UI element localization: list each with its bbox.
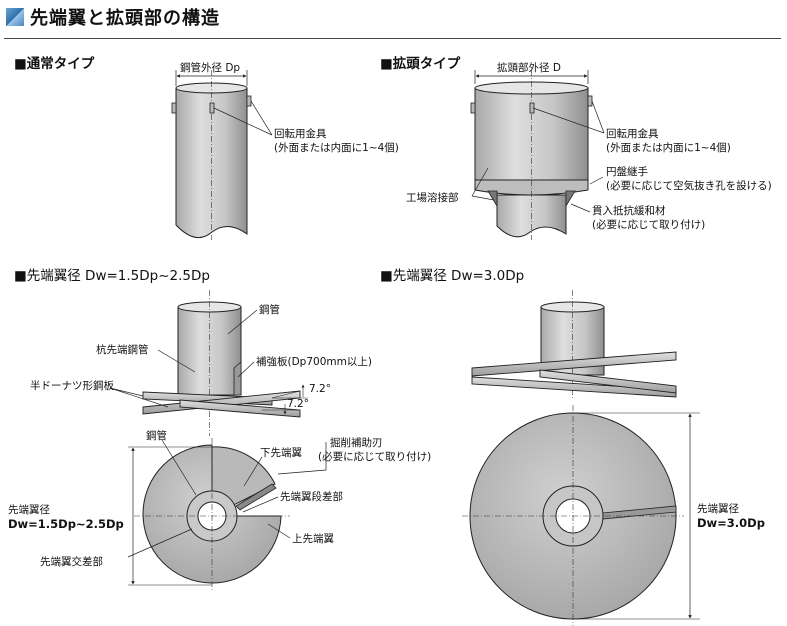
drill-blade-label: 掘削補助刃: [330, 437, 383, 449]
enlarged-type-pipe: [470, 70, 605, 240]
pen-resist-label: 貫入抵抗緩和材: [592, 205, 666, 217]
large-wing-plan-view: [462, 405, 700, 626]
rot-fitting-note-2: (外面または内面に1~4個): [606, 142, 731, 154]
rot-fitting-label-2: 回転用金具: [606, 128, 659, 140]
page-title: 先端翼と拡頭部の構造: [30, 8, 220, 29]
wing-dia-left-label: 先端翼径: [8, 504, 50, 516]
title-square-icon: [6, 8, 24, 26]
page-title-block: 先端翼と拡頭部の構造: [6, 4, 220, 30]
title-rule: [4, 38, 781, 39]
small-wing-plan-view: [127, 438, 327, 590]
half-donut-label: 半ドーナツ形鋼板: [30, 380, 114, 392]
rot-fitting-note-1: (外面または内面に1~4個): [274, 142, 399, 154]
pen-resist-note: (必要に応じて取り付け): [592, 219, 706, 231]
disk-joint-label: 円盤継手: [606, 166, 648, 178]
enlarged-od-label: 拡頭部外径 D: [497, 62, 561, 74]
wing-cross-label: 先端翼交差部: [40, 556, 103, 568]
steel-pipe-top-label: 鋼管: [259, 304, 280, 316]
upper-wing-label: 上先端翼: [292, 533, 334, 545]
wing-step-label: 先端翼段差部: [280, 491, 343, 503]
angle-label-1: 7.2°: [309, 383, 331, 395]
wing-dia-right-value: Dw=3.0Dp: [697, 516, 765, 530]
rot-fitting-label-1: 回転用金具: [274, 128, 327, 140]
lower-wing-label: 下先端翼: [260, 447, 302, 459]
disk-joint-note: (必要に応じて空気抜き孔を設ける): [606, 180, 772, 192]
section-wing-large: ■先端翼径 Dw=3.0Dp: [380, 268, 525, 284]
pile-tip-pipe-label: 杭先端鋼管: [96, 344, 149, 356]
small-wing-side-view: [109, 290, 308, 436]
section-normal-type: ■通常タイプ: [14, 56, 95, 72]
wing-dia-right-label: 先端翼径: [697, 503, 739, 515]
steel-od-label: 鋼管外径 Dp: [180, 62, 241, 74]
section-enlarged-type: ■拡頭タイプ: [380, 56, 461, 72]
steel-pipe-plan-label: 鋼管: [146, 430, 167, 442]
section-wing-small: ■先端翼径 Dw=1.5Dp~2.5Dp: [14, 268, 210, 284]
drill-blade-note: (必要に応じて取り付け): [318, 451, 432, 463]
wing-dia-left-value: Dw=1.5Dp~2.5Dp: [8, 517, 124, 531]
factory-weld-label: 工場溶接部: [406, 192, 459, 204]
reinforce-plate-label: 補強板(Dp700mm以上): [256, 356, 372, 368]
large-wing-side-view: [471, 290, 677, 400]
angle-label-2: 7.2°: [287, 398, 309, 410]
normal-type-pipe: [171, 70, 273, 240]
